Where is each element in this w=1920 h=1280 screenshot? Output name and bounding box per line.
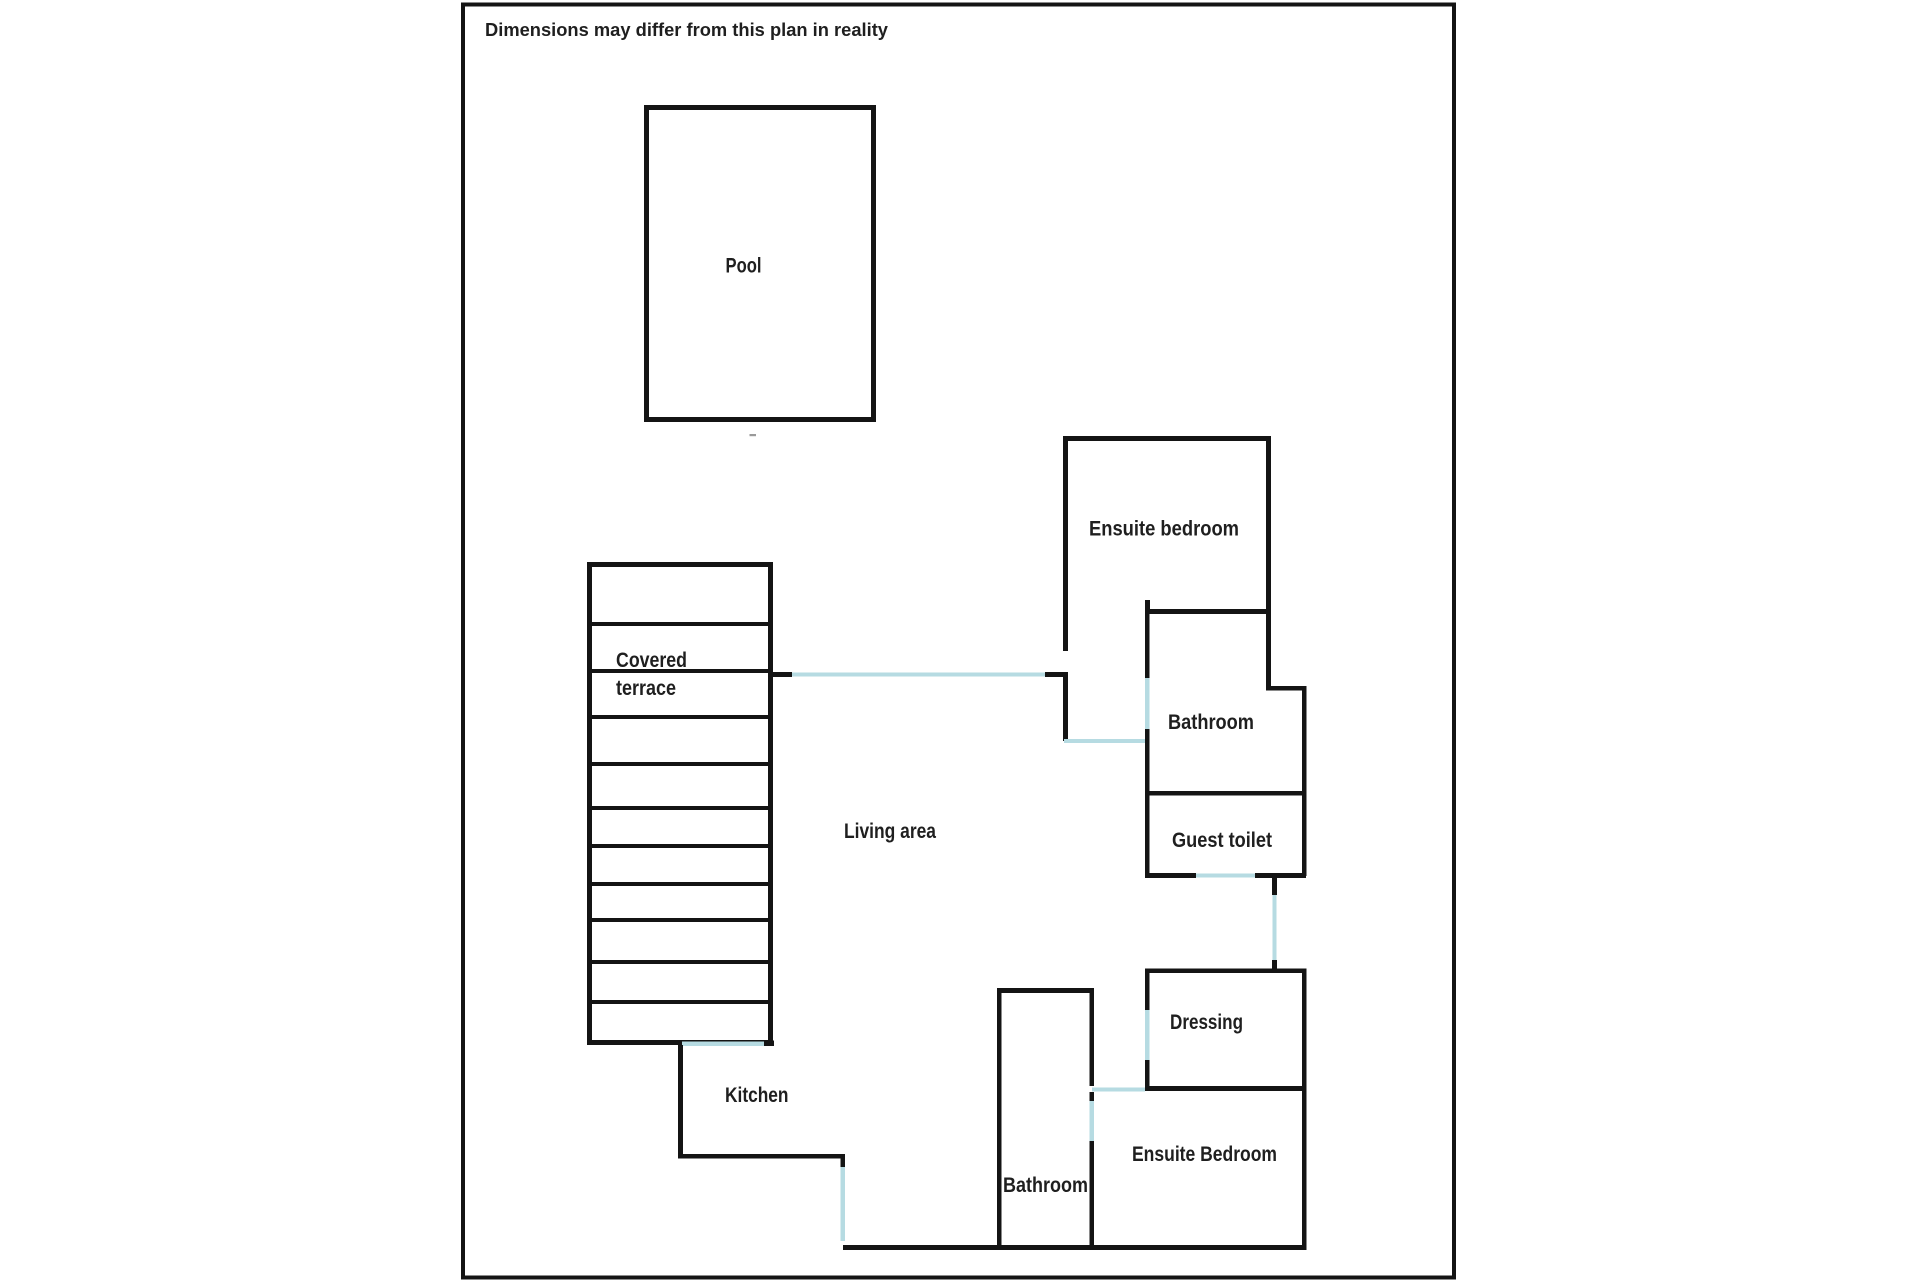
svg-text:Covered: Covered: [616, 649, 687, 672]
svg-text:Ensuite Bedroom: Ensuite Bedroom: [1132, 1143, 1277, 1166]
svg-text:terrace: terrace: [616, 677, 676, 700]
svg-text:Bathroom: Bathroom: [1003, 1174, 1088, 1197]
svg-text:Dressing: Dressing: [1170, 1011, 1243, 1034]
svg-text:Dimensions may differ from thi: Dimensions may differ from this plan in …: [485, 19, 889, 40]
svg-text:Pool: Pool: [726, 255, 762, 278]
svg-text:Bathroom: Bathroom: [1168, 711, 1254, 734]
svg-text:Guest toilet: Guest toilet: [1172, 829, 1272, 852]
svg-text:Ensuite bedroom: Ensuite bedroom: [1089, 518, 1239, 541]
svg-text:Living area: Living area: [844, 820, 936, 843]
svg-text:Kitchen: Kitchen: [725, 1084, 789, 1107]
